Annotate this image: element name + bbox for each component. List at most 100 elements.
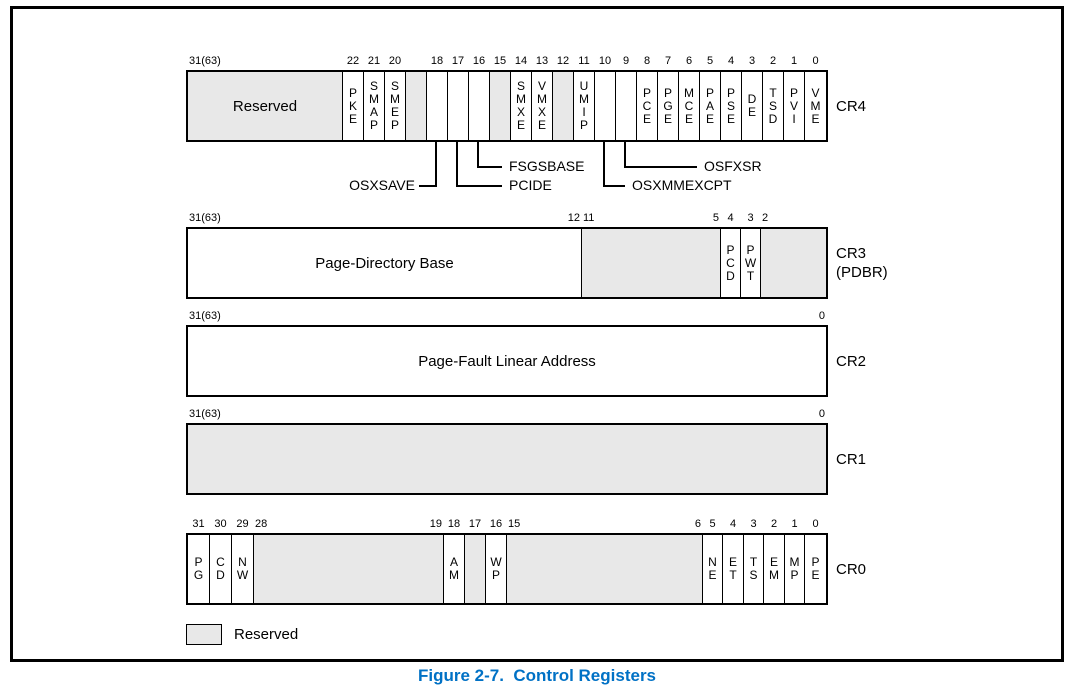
field-cr0-bit-15: 15 6 bbox=[507, 518, 703, 603]
bit-number-label: 17 bbox=[468, 518, 482, 530]
bit-number-label: 11 bbox=[583, 212, 595, 224]
bit-number-label: 10 bbox=[598, 55, 612, 67]
bit-number-label: 4 bbox=[727, 212, 734, 224]
reserved-legend: Reserved bbox=[186, 624, 298, 645]
bit-number-label: 0 bbox=[812, 518, 819, 530]
bit-number-label: 18 bbox=[447, 518, 461, 530]
bit-number-label: 5 bbox=[712, 212, 719, 224]
bit-number-label: 29 bbox=[236, 518, 249, 530]
figure-caption: Figure 2-7. Control Registers bbox=[417, 666, 657, 685]
bit-number-label: 31(63) bbox=[189, 408, 221, 420]
bit-number-label: 6 bbox=[694, 518, 701, 530]
bit-number-label: 2 bbox=[769, 55, 777, 67]
callout-label-osxsave: OSXSAVE bbox=[349, 177, 415, 193]
field-cr4-bit-17: 17 bbox=[448, 55, 469, 140]
bit-number-label: 12 bbox=[556, 55, 570, 67]
register-name-cr4: CR4 bbox=[836, 97, 867, 115]
bit-number-label: 6 bbox=[685, 55, 693, 67]
callout-connector-pcide bbox=[456, 185, 502, 187]
bit-number-label: 0 bbox=[818, 310, 825, 322]
field-cr3-bit-11: 11 5 bbox=[582, 212, 721, 297]
bit-number-label: 1 bbox=[791, 518, 798, 530]
callout-label-pcide: PCIDE bbox=[509, 177, 552, 193]
field-cr1-bit-31-63: 31(63)0 bbox=[188, 408, 826, 493]
bit-number-label: 7 bbox=[664, 55, 672, 67]
bit-number-label: 11 bbox=[578, 55, 590, 67]
bit-number-label: 4 bbox=[727, 55, 735, 67]
register-name-cr3: CR3(PDBR) bbox=[836, 245, 888, 281]
callout-label-osxmmexcpt: OSXMMEXCPT bbox=[632, 177, 732, 193]
field-label: Page-Fault Linear Address bbox=[418, 352, 596, 370]
bit-number-label: 16 bbox=[489, 518, 503, 530]
field-cr0-bit-17: 17 bbox=[465, 518, 486, 603]
register-name-cr0: CR0 bbox=[836, 560, 867, 578]
field-label: Reserved bbox=[232, 97, 298, 115]
callout-label-osfxsr: OSFXSR bbox=[704, 158, 762, 174]
bit-number-label: 16 bbox=[472, 55, 486, 67]
callout-connector-osxmmexcpt bbox=[603, 185, 625, 187]
field-label: Page-Directory Base bbox=[315, 254, 454, 272]
bit-number-label: 14 bbox=[514, 55, 528, 67]
field-cr4-reserved bbox=[406, 72, 427, 140]
bit-number-label: 21 bbox=[367, 55, 381, 67]
bit-number-label: 15 bbox=[508, 518, 521, 530]
bit-number-label: 1 bbox=[790, 55, 798, 67]
bit-number-label: 2 bbox=[770, 518, 778, 530]
field-cr4-bit-18: 18 bbox=[427, 55, 448, 140]
bit-number-label: 9 bbox=[622, 55, 630, 67]
callout-line-osxmmexcpt bbox=[603, 141, 605, 187]
callout-line-osxsave bbox=[435, 141, 437, 187]
register-name-cr2: CR2 bbox=[836, 352, 867, 370]
register-box-cr1: 31(63)0 bbox=[186, 408, 828, 495]
field-cr4-bit-15: 15 bbox=[490, 55, 511, 140]
bit-number-label: 3 bbox=[748, 55, 756, 67]
bit-number-label: 20 bbox=[388, 55, 402, 67]
callout-label-fsgsbase: FSGSBASE bbox=[509, 158, 585, 174]
bit-number-label: 5 bbox=[709, 518, 716, 530]
